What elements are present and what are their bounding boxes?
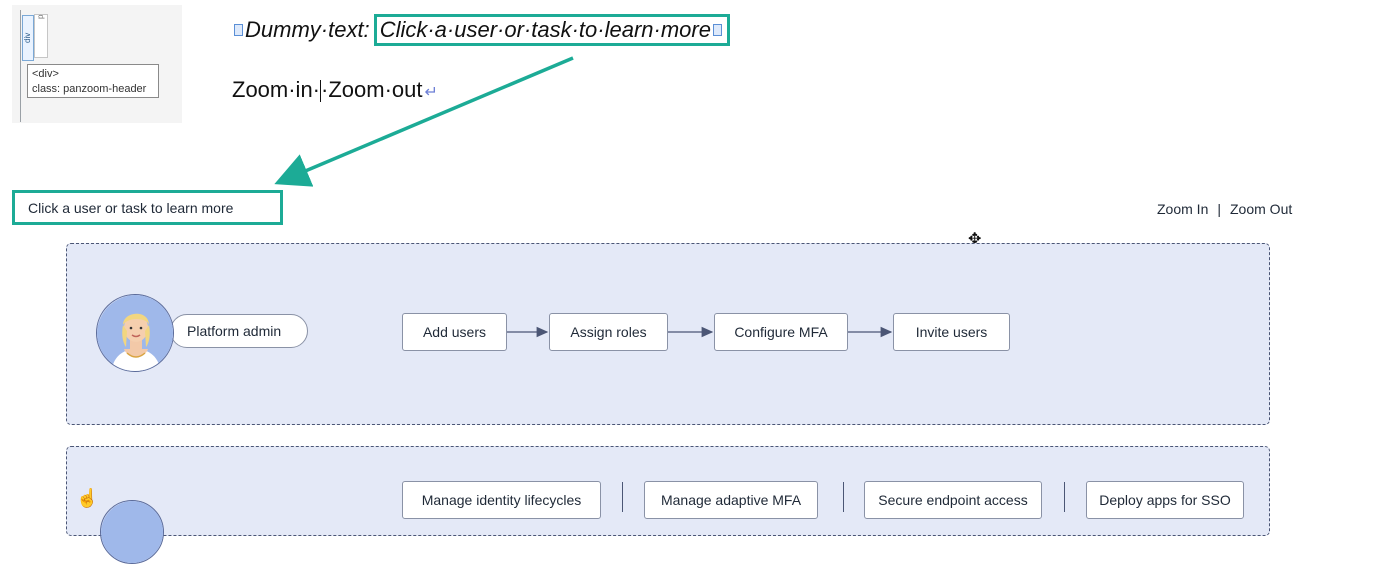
dummy-text-prefix: Dummy·text: <box>245 17 370 42</box>
element-tooltip: <div> class: panzoom-header <box>27 64 159 98</box>
avatar[interactable] <box>96 294 174 372</box>
editor-line-zoom[interactable]: Zoom·in··Zoom·out↵ <box>232 77 438 103</box>
text-caret <box>320 80 322 103</box>
task-assign-roles[interactable]: Assign roles <box>549 313 668 351</box>
task-flow-arrows <box>507 326 893 338</box>
zoom-controls: Zoom In | Zoom Out <box>1157 201 1292 217</box>
task-label: Deploy apps for SSO <box>1099 492 1231 508</box>
editor-zoom-in-text: Zoom·in· <box>232 77 321 102</box>
editor-zoom-out-text: ·Zoom·out <box>321 77 423 102</box>
task-label: Manage identity lifecycles <box>421 492 582 508</box>
thumbnail-guide-line <box>20 10 21 122</box>
task-label: Manage adaptive MFA <box>660 492 802 508</box>
task-divider <box>622 482 623 512</box>
editor-line-dummy-text[interactable]: Dummy·text: Click·a·user·or·task·to·lear… <box>232 14 730 46</box>
task-label: Invite users <box>915 324 988 340</box>
task-label: Assign roles <box>570 324 647 340</box>
paragraph-return-icon: ↵ <box>424 84 438 101</box>
task-deploy-apps-for-sso[interactable]: Deploy apps for SSO <box>1086 481 1244 519</box>
task-configure-mfa[interactable]: Configure MFA <box>714 313 848 351</box>
task-invite-users[interactable]: Invite users <box>893 313 1010 351</box>
task-label: Add users <box>422 324 487 340</box>
callout-arrow <box>274 56 574 187</box>
task-manage-adaptive-mfa[interactable]: Manage adaptive MFA <box>644 481 818 519</box>
task-add-users[interactable]: Add users <box>402 313 507 351</box>
highlighted-text: Click·a·user·or·task·to·learn·more <box>379 17 711 42</box>
hand-pointer-icon: ☝ <box>76 488 99 508</box>
user-label: Platform admin <box>187 323 282 339</box>
zoom-separator: | <box>1217 201 1221 217</box>
task-divider <box>1064 482 1065 512</box>
highlighted-text-box: Click·a·user·or·task·to·learn·more <box>373 14 730 46</box>
callout-box: Click a user or task to learn more <box>12 190 283 225</box>
zoom-in-link[interactable]: Zoom In <box>1157 201 1209 217</box>
task-manage-identity-lifecycles[interactable]: Manage identity lifecycles <box>402 481 601 519</box>
tooltip-line-tag: <div> <box>32 68 59 80</box>
tooltip-line-class: class: panzoom-header <box>32 83 147 95</box>
task-label: Secure endpoint access <box>878 492 1028 508</box>
zoom-out-link[interactable]: Zoom Out <box>1230 201 1293 217</box>
task-secure-endpoint-access[interactable]: Secure endpoint access <box>864 481 1042 519</box>
format-end-mark <box>712 24 722 36</box>
task-label: Configure MFA <box>734 324 828 340</box>
task-divider <box>843 482 844 512</box>
avatar[interactable] <box>100 500 164 564</box>
format-start-mark <box>234 24 243 36</box>
callout-text: Click a user or task to learn more <box>28 199 234 216</box>
